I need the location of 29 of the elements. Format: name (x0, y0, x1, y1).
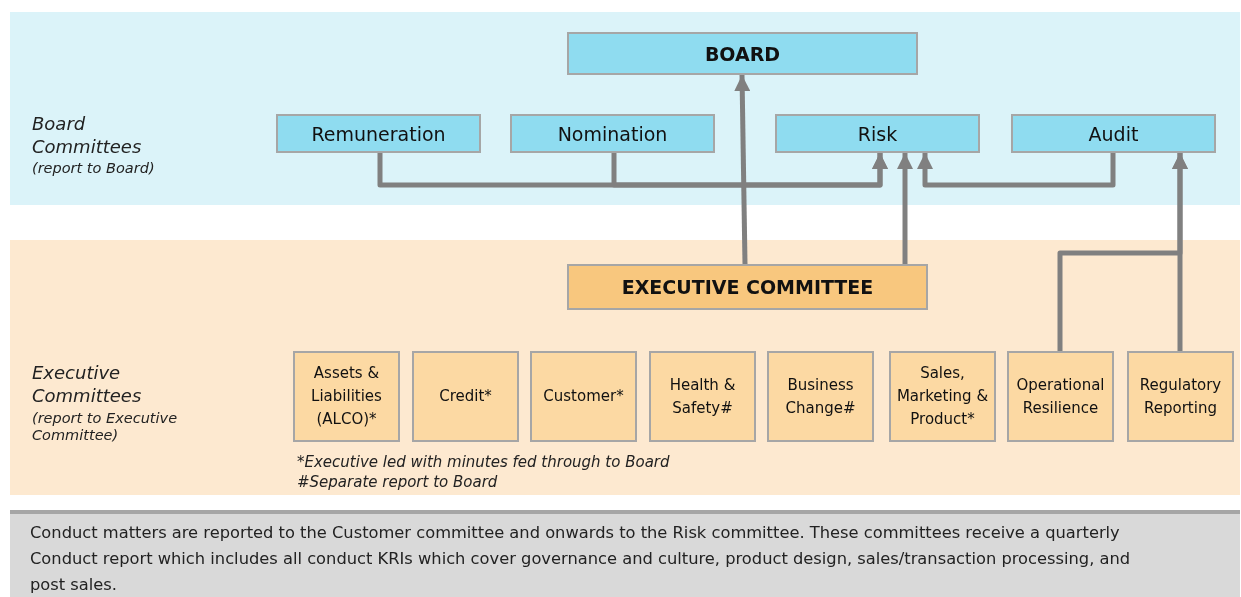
committee-box: Nomination (510, 114, 715, 153)
band-heading: Executive Committees (32, 361, 143, 407)
footnote: *Executive led with minutes fed through to Board (297, 453, 670, 472)
band-subheading: (report to Executive Committee) (32, 410, 179, 444)
arrow (734, 74, 751, 265)
band-subheading: (report to Board) (32, 160, 156, 177)
band-heading: Board Committees (32, 112, 143, 158)
committee-box: Sales, Marketing & Product* (889, 351, 996, 442)
committee-box: Customer* (530, 351, 637, 442)
arrow (917, 153, 1116, 188)
footnote: #Separate report to Board (297, 473, 498, 492)
arrow (897, 153, 913, 264)
band-background (10, 12, 1240, 205)
committee-box: BOARD (567, 32, 918, 75)
band-background (10, 240, 1240, 495)
arrow (611, 153, 888, 188)
note-text: Conduct matters are reported to the Customer committee and onwards to the Risk committee. These committees receive a quarterly Conduct report which includes all conduct KRIs which cover governance and culture, product design, sales/transaction processing, and post sales. (30, 522, 1132, 596)
arrow (1172, 153, 1188, 351)
committee-box: Operational Resilience (1007, 351, 1114, 442)
committee-box: Assets & Liabilities (ALCO)* (293, 351, 400, 442)
committee-box: Risk (775, 114, 980, 153)
committee-box: EXECUTIVE COMMITTEE (567, 264, 928, 310)
committee-box: Audit (1011, 114, 1216, 153)
committee-box: Business Change# (767, 351, 874, 442)
committee-box: Regulatory Reporting (1127, 351, 1234, 442)
committee-box: Credit* (412, 351, 519, 442)
committee-box: Remuneration (276, 114, 481, 153)
note-panel (10, 510, 1240, 597)
committee-box: Health & Safety# (649, 351, 756, 442)
